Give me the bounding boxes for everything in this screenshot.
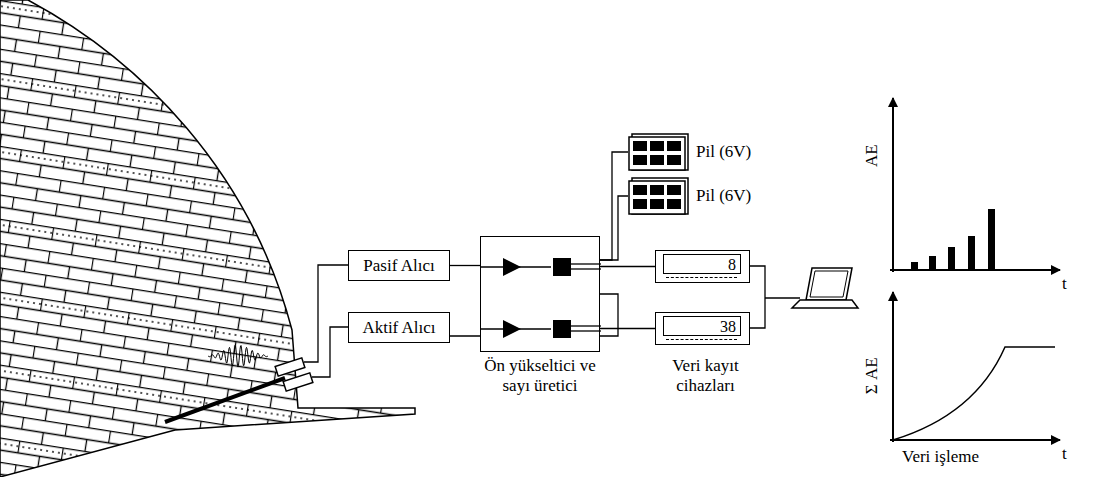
battery-symbol [628,177,690,215]
amp-frame [480,236,600,352]
axis-label: Σ AE [862,357,882,394]
logger-keys [666,277,737,278]
logger-keys [666,339,737,340]
receiver-label: Aktif Alıcı [362,318,435,338]
logger-display: 8 [663,254,741,274]
battery: Pil (6V) [628,177,778,215]
wire [600,328,655,329]
battery: Pil (6V) [628,133,778,171]
amp-caption: Ön yükseltici ve sayı üretici [472,356,608,395]
data-logger: 38 [655,312,750,345]
chart-caption: Veri işleme [902,447,979,467]
data-wires [750,266,800,328]
wire [600,196,628,260]
logger-caption: Veri kayıt cihazları [648,356,763,395]
acoustic-wave [208,345,268,367]
wire [450,265,480,266]
battery-label: Pil (6V) [696,186,751,206]
battery-label: Pil (6V) [696,142,751,162]
preamp-counter-box: Ön yükseltici ve sayı üretici [480,236,600,398]
receiver-box: Pasif Alıcı [348,250,450,281]
amp-symbols [481,237,601,353]
laptop [792,268,858,308]
logger-display: 38 [663,316,741,336]
borehole-rod [165,378,285,422]
sensors [275,358,313,391]
rock-mass [0,0,415,477]
ae-bar-chart [890,98,1060,272]
receiver-label: Pasif Alıcı [363,256,434,276]
rock-strata [0,0,415,477]
sensor-wires [304,265,348,377]
axis-label: t [1062,444,1067,464]
logger-reading: 8 [728,256,736,273]
receiver-box: Aktif Alıcı [348,312,450,343]
wire [600,266,655,267]
wire [600,152,628,260]
cumulative-ae-chart [890,292,1060,442]
axis-label: AE [862,144,882,167]
data-logger: 8 [655,250,750,283]
battery-symbol [628,133,690,171]
axis-label: t [1062,274,1067,294]
logger-reading: 38 [720,318,736,335]
